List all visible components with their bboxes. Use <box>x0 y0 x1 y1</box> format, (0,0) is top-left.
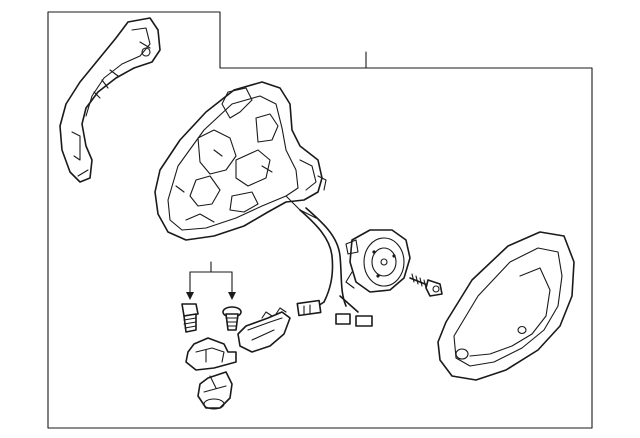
turn-signal-lamp <box>237 307 291 353</box>
puddle-lamp <box>197 371 233 410</box>
hardware-leader <box>186 261 236 300</box>
wiring-harness <box>296 207 373 327</box>
mirror-cover-trim <box>59 17 161 183</box>
mirror-glass <box>437 231 575 381</box>
mounting-screw <box>222 306 242 331</box>
mounting-bolt <box>181 303 199 333</box>
mirror-housing-assembly <box>154 81 327 241</box>
mounting-bracket <box>185 337 237 371</box>
mirror-motor <box>345 229 411 293</box>
assembly-frame <box>47 11 593 429</box>
motor-screw <box>409 273 443 297</box>
